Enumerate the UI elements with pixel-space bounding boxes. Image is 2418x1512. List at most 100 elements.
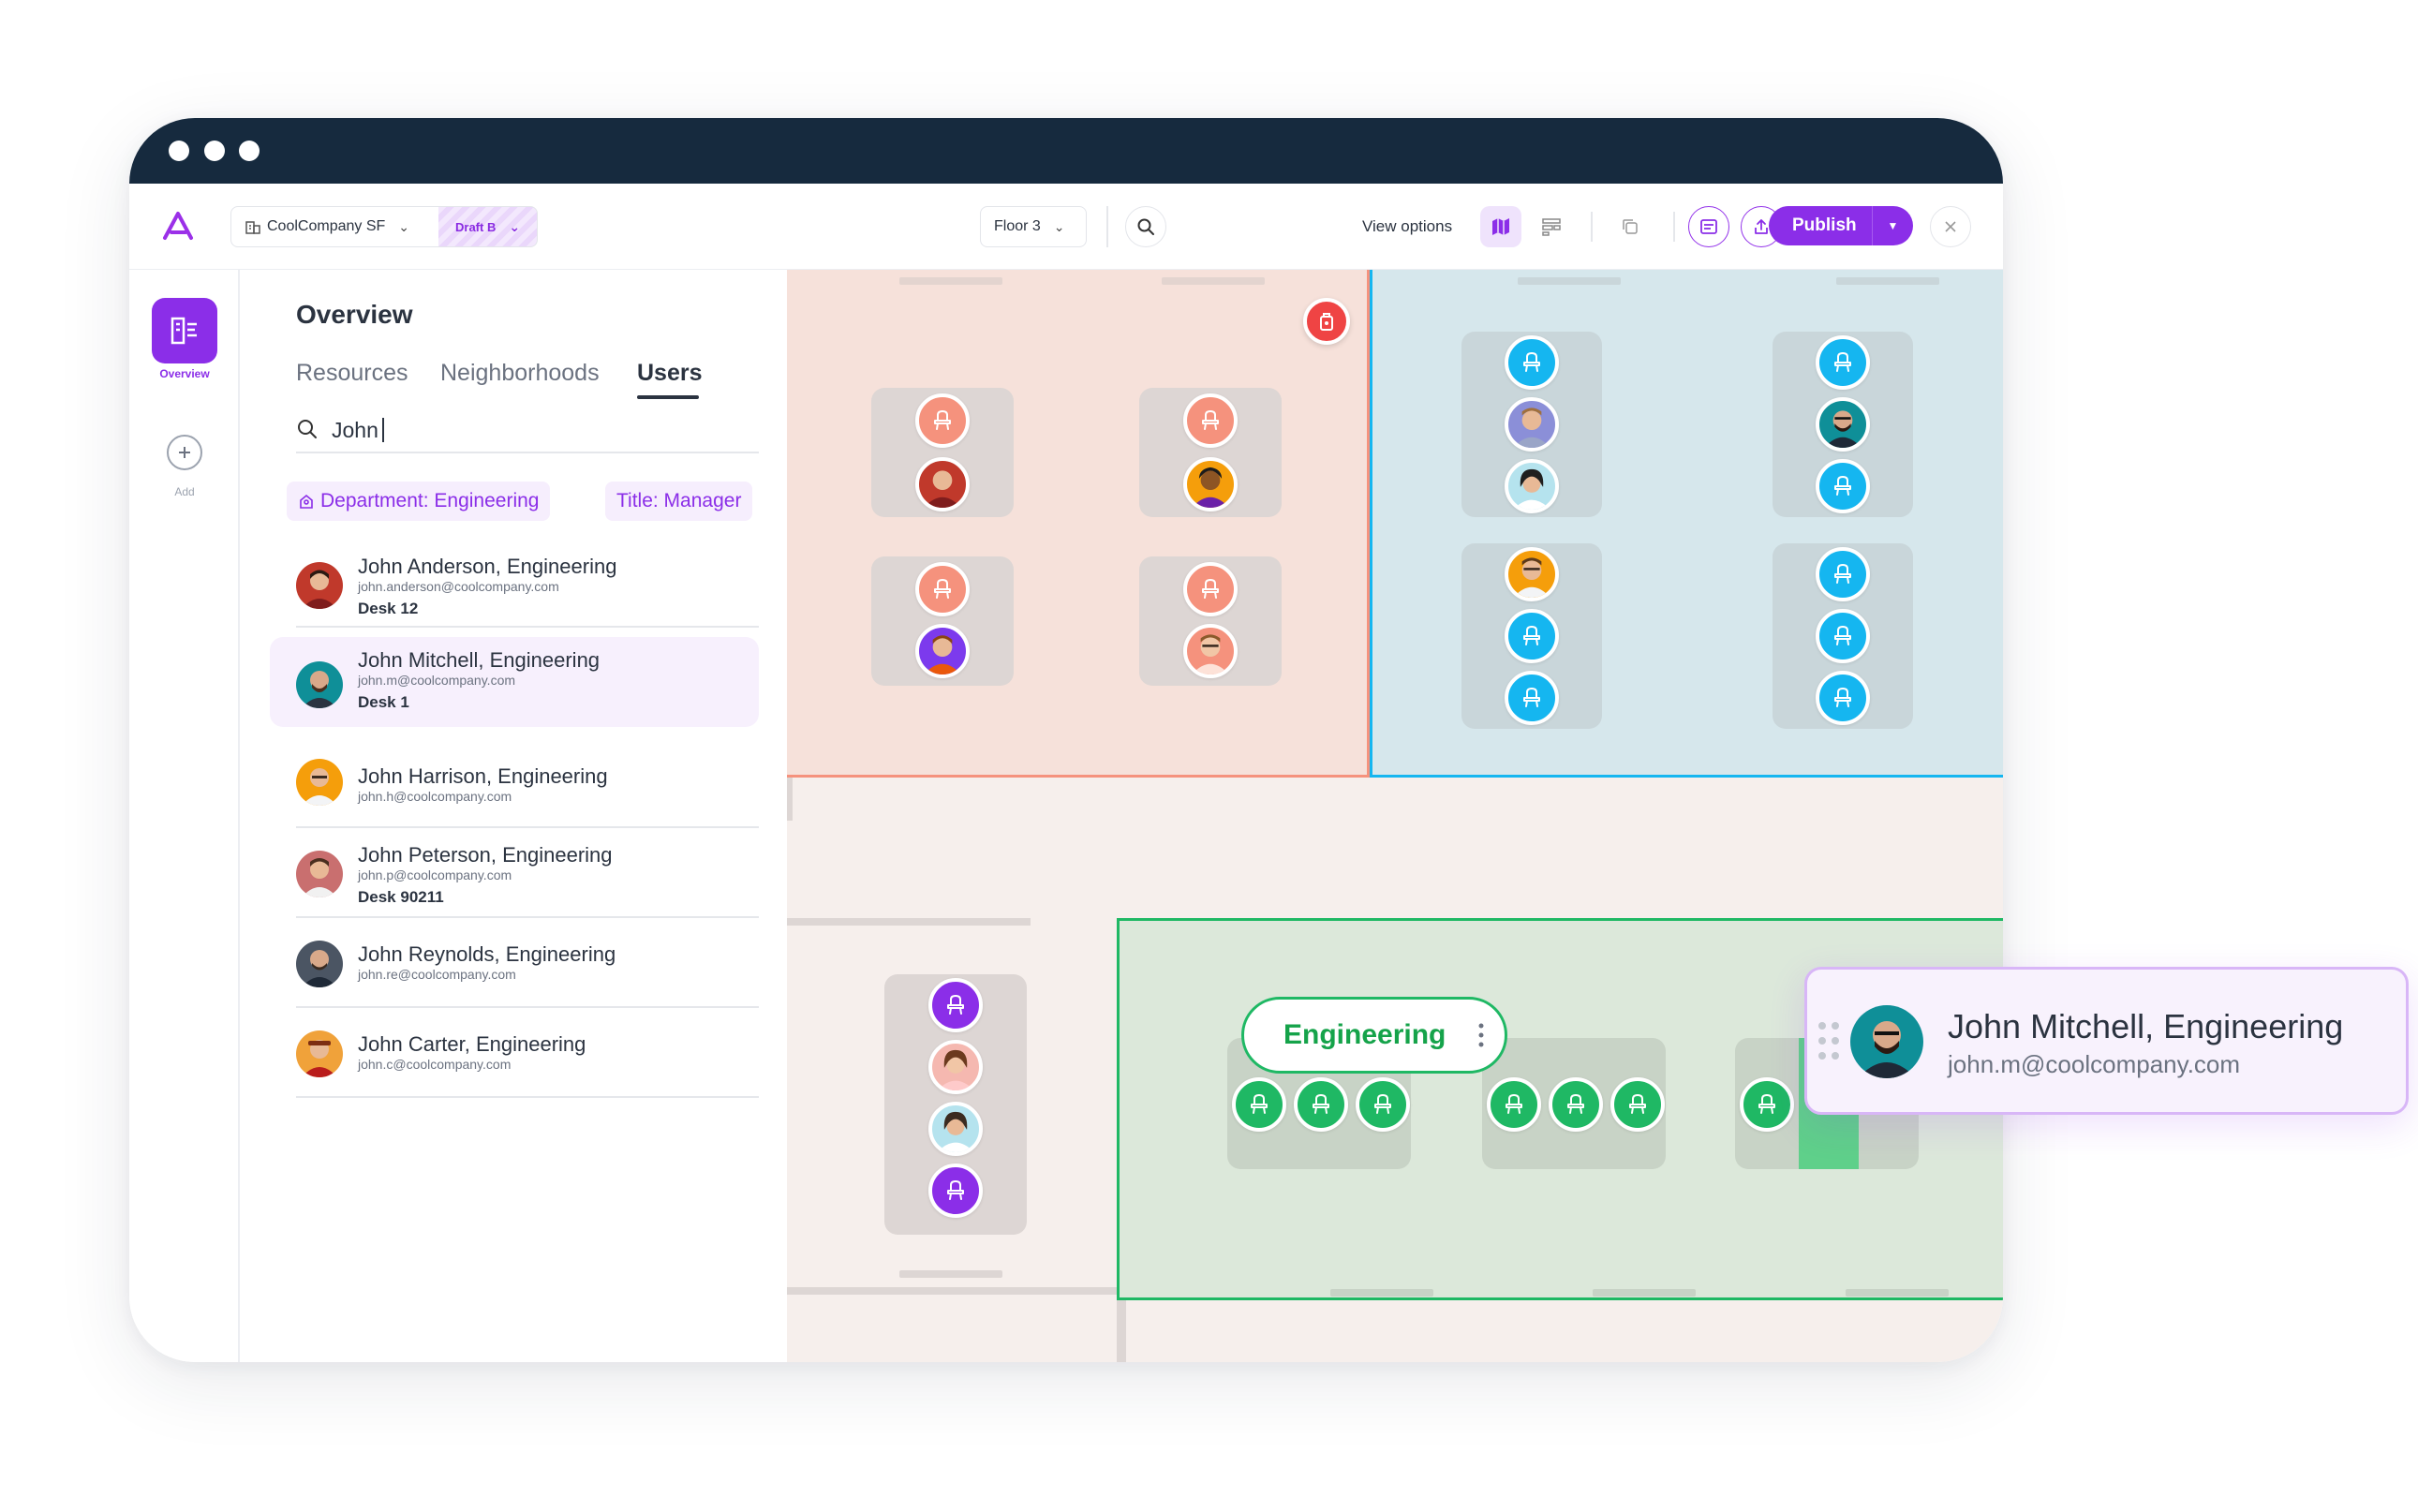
seat-available[interactable] — [915, 393, 970, 448]
user-photo — [1824, 410, 1862, 448]
seat-available[interactable] — [1740, 1077, 1794, 1132]
seat-occupied[interactable] — [1183, 457, 1238, 511]
window-dot[interactable] — [239, 141, 260, 161]
publish-dropdown-icon[interactable]: ▼ — [1887, 219, 1899, 232]
search-button[interactable] — [1125, 206, 1166, 247]
user-row[interactable]: John Peterson, Engineering john.p@coolco… — [296, 828, 759, 918]
text-cursor — [382, 418, 384, 442]
neighborhood-label[interactable]: Engineering — [1241, 997, 1507, 1074]
alert-marker[interactable] — [1303, 298, 1350, 345]
seat-available[interactable] — [1816, 335, 1870, 390]
seat-available[interactable] — [1356, 1077, 1410, 1132]
publish-label: Publish — [1792, 215, 1857, 235]
seat-available[interactable] — [928, 978, 983, 1032]
user-row[interactable]: John Anderson, Engineering john.anderson… — [296, 538, 759, 628]
seat-available[interactable] — [1610, 1077, 1665, 1132]
chair-icon — [1758, 1094, 1775, 1114]
seat-available[interactable] — [1816, 547, 1870, 601]
draft-selector[interactable]: Draft B ⌄ — [438, 206, 538, 247]
seat-occupied[interactable] — [1505, 547, 1559, 601]
publish-divider — [1872, 206, 1873, 245]
user-name: John Harrison, Engineering — [358, 764, 608, 788]
chair-icon — [1251, 1094, 1268, 1114]
filter-chip-title[interactable]: Title: Manager — [605, 482, 753, 521]
user-search-input[interactable]: John — [296, 407, 759, 453]
more-options-icon[interactable] — [1478, 1020, 1484, 1050]
seat-occupied[interactable] — [1505, 459, 1559, 513]
building-selector[interactable]: CoolCompany SF ⌄ — [230, 206, 440, 247]
list-view-toggle[interactable] — [1531, 206, 1572, 247]
publish-button[interactable]: Publish ▼ — [1769, 206, 1913, 245]
add-rail-label: Add — [174, 485, 195, 498]
seat-available[interactable] — [1816, 459, 1870, 513]
seat-available[interactable] — [915, 562, 970, 616]
preview-button[interactable] — [1688, 206, 1729, 247]
floor-map[interactable] — [787, 270, 2003, 1362]
overview-rail-button[interactable] — [152, 298, 217, 363]
user-row[interactable]: John Carter, Engineering john.c@coolcomp… — [296, 1008, 759, 1098]
filter-chip-department[interactable]: Department: Engineering — [287, 482, 551, 521]
window-dot[interactable] — [169, 141, 189, 161]
chair-icon — [1834, 688, 1851, 707]
chair-icon — [1523, 352, 1540, 372]
user-photo — [1192, 634, 1229, 674]
app-logo-icon[interactable] — [161, 210, 195, 242]
seat-available[interactable] — [1232, 1077, 1286, 1132]
user-photo — [937, 1049, 974, 1090]
wall — [787, 778, 793, 821]
room-salmon[interactable] — [787, 270, 1370, 778]
seat-occupied[interactable] — [928, 1040, 983, 1094]
user-name: John Anderson, Engineering — [358, 555, 617, 578]
seat-occupied[interactable] — [1816, 397, 1870, 452]
seat-available[interactable] — [1505, 609, 1559, 663]
user-desk: Desk 12 — [358, 600, 419, 617]
user-drag-card[interactable]: John Mitchell, Engineering john.m@coolco… — [1804, 967, 2409, 1115]
seat-occupied[interactable] — [1183, 624, 1238, 678]
alert-icon — [1320, 313, 1333, 331]
share-icon — [1755, 219, 1768, 234]
user-row[interactable]: John Reynolds, Engineering john.re@coolc… — [296, 918, 759, 1008]
user-photo — [1513, 557, 1550, 598]
user-row[interactable]: John Harrison, Engineering john.h@coolco… — [296, 738, 759, 828]
seat-occupied[interactable] — [915, 624, 970, 678]
seat-available[interactable] — [1505, 671, 1559, 725]
tab-neighborhoods[interactable]: Neighborhoods — [440, 360, 600, 386]
avatar — [296, 1030, 343, 1077]
drag-handle-icon[interactable] — [1817, 1020, 1841, 1061]
avatar — [296, 759, 343, 806]
seat-occupied[interactable] — [1505, 397, 1559, 452]
window-titlebar — [129, 118, 2003, 184]
door — [1162, 277, 1265, 285]
close-button[interactable] — [1930, 206, 1971, 247]
seat-available[interactable] — [1816, 609, 1870, 663]
filter-chip-label: Department: Engineering — [320, 490, 540, 511]
avatar — [296, 851, 343, 897]
seat-available[interactable] — [1505, 335, 1559, 390]
seat-available[interactable] — [1549, 1077, 1603, 1132]
search-icon — [1137, 218, 1154, 235]
chair-icon — [1834, 476, 1851, 496]
door — [1836, 277, 1939, 285]
chair-icon — [1506, 1094, 1522, 1114]
window-dot[interactable] — [204, 141, 225, 161]
seat-available[interactable] — [1183, 393, 1238, 448]
seat-available[interactable] — [928, 1164, 983, 1218]
toolbar-divider — [1591, 212, 1593, 242]
map-view-toggle[interactable] — [1480, 206, 1521, 247]
user-name: John Reynolds, Engineering — [358, 942, 616, 966]
tab-resources[interactable]: Resources — [296, 360, 408, 386]
tab-users[interactable]: Users — [637, 360, 703, 386]
user-email: john.p@coolcompany.com — [358, 867, 512, 882]
building-name: CoolCompany SF — [267, 218, 386, 234]
seat-occupied[interactable] — [928, 1102, 983, 1156]
user-row-selected[interactable]: John Mitchell, Engineering john.m@coolco… — [270, 637, 759, 727]
add-rail-button[interactable] — [167, 435, 202, 470]
floor-selector[interactable]: Floor 3 ⌄ — [980, 206, 1087, 247]
door — [1593, 1289, 1696, 1297]
seat-available[interactable] — [1183, 562, 1238, 616]
copy-button[interactable] — [1610, 206, 1651, 247]
seat-available[interactable] — [1487, 1077, 1541, 1132]
seat-occupied[interactable] — [915, 457, 970, 511]
seat-available[interactable] — [1816, 671, 1870, 725]
seat-available[interactable] — [1294, 1077, 1348, 1132]
